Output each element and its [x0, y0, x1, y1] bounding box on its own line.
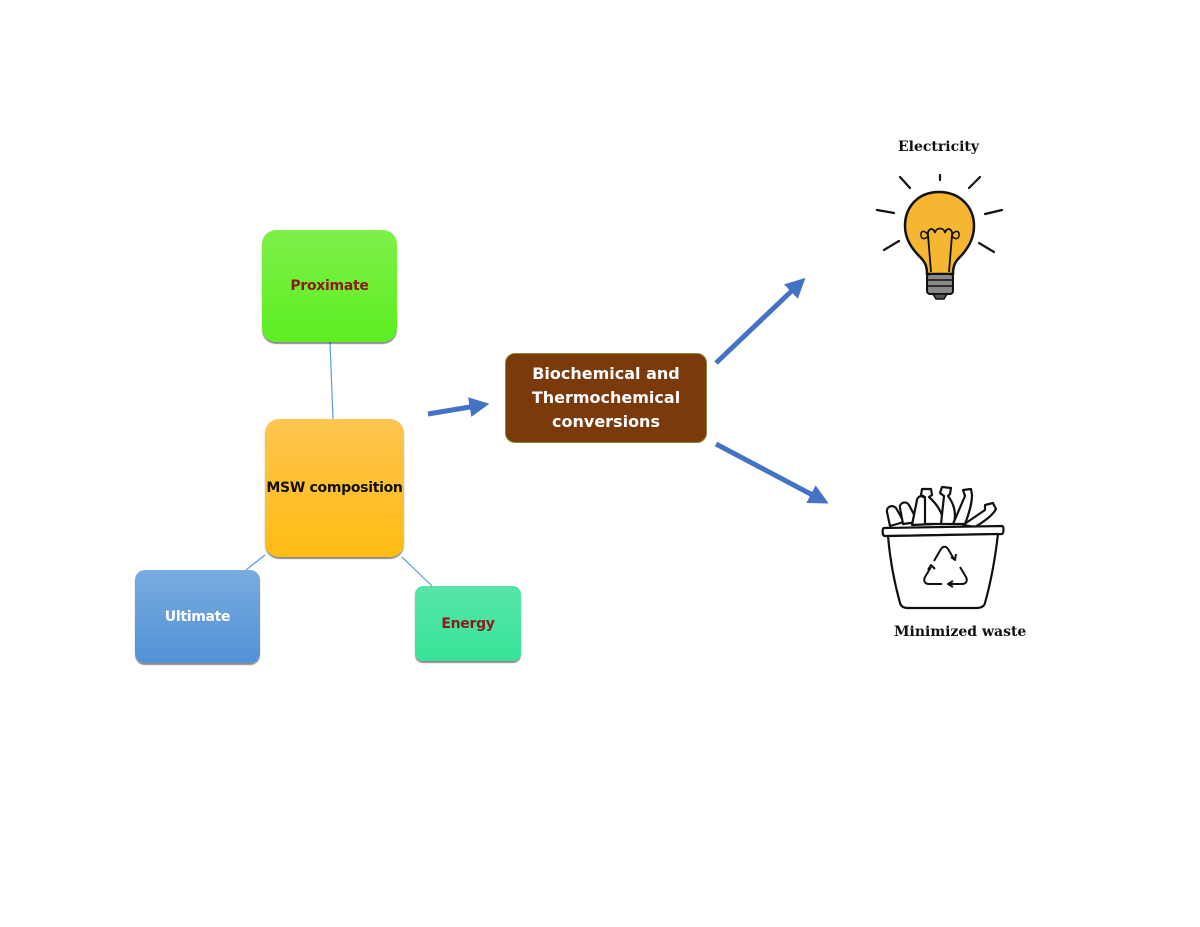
ultimate-node: Ultimate [135, 570, 260, 663]
msw-composition-label: MSW composition [266, 480, 403, 496]
minimized-waste-label: Minimized waste [894, 624, 1027, 640]
recycling-bin-icon [881, 485, 1005, 610]
lightbulb-icon [875, 173, 1004, 300]
msw-composition-node: MSW composition [265, 419, 404, 557]
conversion-label-line-2: Thermochemical [531, 388, 681, 407]
ultimate-label: Ultimate [164, 608, 231, 625]
proximate-node: Proximate [262, 230, 397, 342]
conversion-label-line-1: Biochemical and [532, 364, 680, 383]
connector-msw-ultimate [245, 554, 266, 571]
energy-label: Energy [441, 615, 495, 632]
arrow-to-electricity [714, 277, 806, 365]
conversion-label-line-3: conversions [552, 412, 660, 431]
connector-msw-energy [401, 556, 433, 587]
connector-proximate-msw [329, 341, 334, 420]
conversion-label: Biochemical and Thermochemical conversio… [532, 362, 680, 434]
arrow-msw-to-conversion [427, 397, 490, 417]
energy-node: Energy [415, 586, 521, 661]
proximate-label: Proximate [290, 278, 369, 294]
electricity-label: Electricity [898, 139, 980, 155]
arrow-to-minimized-waste [714, 441, 829, 504]
conversion-node: Biochemical and Thermochemical conversio… [505, 353, 707, 443]
